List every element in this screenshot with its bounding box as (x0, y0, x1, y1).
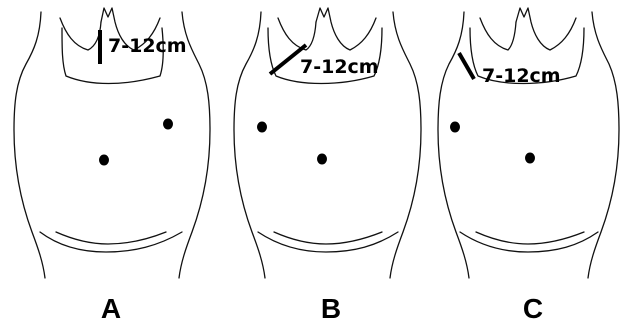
incision-length-label: 7-12cm (108, 35, 187, 57)
trocar-port-center (525, 153, 535, 164)
torso-outline-left (14, 12, 45, 278)
incision-length-label: 7-12cm (300, 56, 379, 78)
trocar-port-center (317, 154, 327, 165)
neck-notch (316, 8, 376, 50)
panel-c: 7-12cm C (438, 8, 619, 324)
panel-b: 7-12cm B (234, 8, 421, 324)
torso-outline-left (234, 12, 265, 278)
neck-notch (516, 8, 576, 50)
neck-outline (278, 18, 316, 50)
trocar-port-left (257, 122, 267, 133)
panel-label: C (523, 293, 543, 324)
groin-curve (274, 232, 382, 244)
groin-curve (56, 232, 166, 244)
pelvis-outline (40, 232, 182, 252)
pelvis-outline (258, 232, 398, 252)
panel-a: 7-12cm A (14, 8, 210, 324)
torso-outline-right (588, 12, 619, 278)
groin-curve (476, 232, 584, 244)
torso-outline-left (438, 12, 469, 278)
neck-outline (60, 18, 101, 50)
trocar-port-right (163, 119, 173, 130)
incision-length-label: 7-12cm (482, 65, 561, 87)
trocar-port-left (450, 122, 460, 133)
panel-label: B (321, 293, 341, 324)
neck-outline (480, 18, 516, 50)
panel-label: A (101, 293, 121, 324)
trocar-port-center (99, 155, 109, 166)
torso-outline-right (390, 12, 421, 278)
